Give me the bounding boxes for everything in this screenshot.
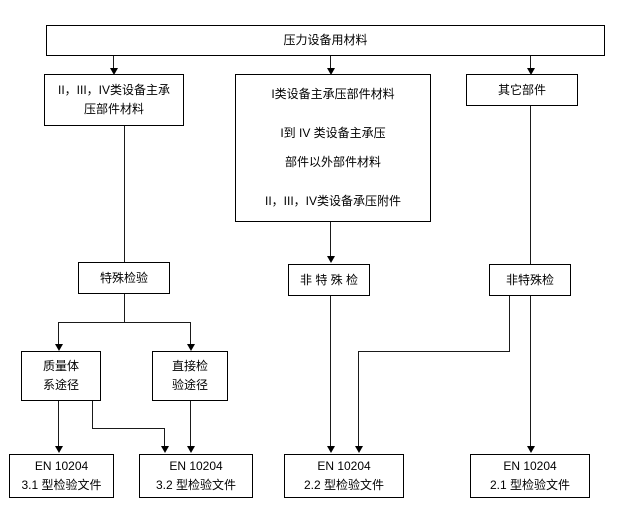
edge-cat-c-to-nonspecial-2 <box>530 106 531 264</box>
node-category-b[interactable]: I类设备主承压部件材料 I到 IV 类设备主承压 部件以外部件材料 II，III… <box>235 74 431 222</box>
node-nonspecial-inspection-1-label: 非 特 殊 检 <box>299 272 358 287</box>
edge-direct-to-en32 <box>190 401 191 446</box>
node-quality-system-route[interactable]: 质量体 系途径 <box>21 351 101 401</box>
edge-root-to-cat-c <box>530 56 531 70</box>
node-category-a[interactable]: II，III，IV类设备主承 压部件材料 <box>44 74 184 126</box>
edge-nonspecial1-to-en22 <box>330 296 331 446</box>
arrowhead-special-to-qs <box>55 344 63 351</box>
node-special-inspection-label: 特殊检验 <box>99 270 148 285</box>
arrowhead-root-to-cat-b <box>327 68 335 75</box>
node-direct-inspection-route-line-1: 直接检 <box>171 359 208 374</box>
edge-nonspecial2-to-en22-down2 <box>358 351 359 446</box>
edge-nonspecial2-to-en21 <box>530 296 531 446</box>
edge-nonspecial2-to-en22-down1 <box>509 296 510 351</box>
node-en10204-3-1-line-2: 3.1 型检验文件 <box>21 478 102 492</box>
arrowhead-root-to-cat-c <box>527 68 535 75</box>
node-nonspecial-inspection-2-label: 非特殊检 <box>505 272 554 287</box>
node-category-b-line-4: II，III，IV类设备承压附件 <box>264 194 401 209</box>
node-quality-system-route-line-1: 质量体 <box>42 359 79 374</box>
node-en10204-2-2[interactable]: EN 10204 2.2 型检验文件 <box>284 454 404 498</box>
edge-root-to-cat-a <box>113 56 114 70</box>
arrowhead-nonspecial2-to-en22 <box>355 446 363 453</box>
arrowhead-direct-to-en32 <box>187 446 195 453</box>
edge-root-to-cat-b <box>330 56 331 70</box>
node-category-a-line-2: 压部件材料 <box>83 102 144 116</box>
edge-cat-b-to-nonspecial-1 <box>330 222 331 256</box>
node-en10204-3-2-line-2: 3.2 型检验文件 <box>155 478 237 492</box>
node-direct-inspection-route[interactable]: 直接检 验途径 <box>152 351 228 401</box>
edge-cat-a-to-special <box>124 126 125 262</box>
edge-special-bus <box>58 322 190 323</box>
arrowhead-qs-to-en31 <box>55 446 63 453</box>
node-root-material-label: 压力设备用材料 <box>283 33 368 48</box>
node-category-c[interactable]: 其它部件 <box>466 74 578 106</box>
node-direct-inspection-route-line-2: 验途径 <box>171 378 208 392</box>
node-en10204-2-1-line-1: EN 10204 <box>503 459 557 474</box>
edge-qs-to-en31 <box>58 401 59 446</box>
edge-qs-to-en32-down2 <box>164 428 165 446</box>
node-special-inspection[interactable]: 特殊检验 <box>78 262 170 294</box>
node-en10204-3-1-line-1: EN 10204 <box>34 459 89 474</box>
arrowhead-qs-to-en32 <box>161 446 169 453</box>
node-nonspecial-inspection-2[interactable]: 非特殊检 <box>489 264 571 296</box>
edge-qs-to-en32-across <box>92 428 164 429</box>
node-quality-system-route-line-2: 系途径 <box>42 378 79 392</box>
arrowhead-root-to-cat-a <box>110 68 118 75</box>
node-category-c-label: 其它部件 <box>497 82 546 97</box>
node-en10204-3-1[interactable]: EN 10204 3.1 型检验文件 <box>9 454 114 498</box>
node-category-b-line-3: 部件以外部件材料 <box>284 155 381 170</box>
edge-qs-to-en32-down1 <box>92 401 93 428</box>
node-root-material[interactable]: 压力设备用材料 <box>46 25 605 56</box>
edge-special-stem <box>124 294 125 322</box>
node-category-b-line-2: I到 IV 类设备主承压 <box>280 126 386 141</box>
node-en10204-2-1[interactable]: EN 10204 2.1 型检验文件 <box>470 454 590 498</box>
arrowhead-nonspecial2-to-en21 <box>527 446 535 453</box>
arrowhead-nonspecial1-to-en22 <box>327 446 335 453</box>
node-category-b-line-1: I类设备主承压部件材料 <box>271 87 395 102</box>
node-en10204-2-2-line-1: EN 10204 <box>317 459 371 474</box>
edge-special-to-qs <box>58 322 59 344</box>
node-category-a-line-1: II，III，IV类设备主承 <box>57 83 170 98</box>
node-en10204-3-2[interactable]: EN 10204 3.2 型检验文件 <box>139 454 253 498</box>
node-en10204-2-2-line-2: 2.2 型检验文件 <box>303 478 385 492</box>
edge-special-to-direct <box>190 322 191 344</box>
node-en10204-3-2-line-1: EN 10204 <box>169 459 223 474</box>
arrowhead-cat-b-to-nonspecial-1 <box>327 256 335 263</box>
edge-nonspecial2-to-en22-across <box>358 351 510 352</box>
node-nonspecial-inspection-1[interactable]: 非 特 殊 检 <box>288 264 370 296</box>
node-en10204-2-1-line-2: 2.1 型检验文件 <box>489 478 571 492</box>
arrowhead-special-to-direct <box>187 344 195 351</box>
